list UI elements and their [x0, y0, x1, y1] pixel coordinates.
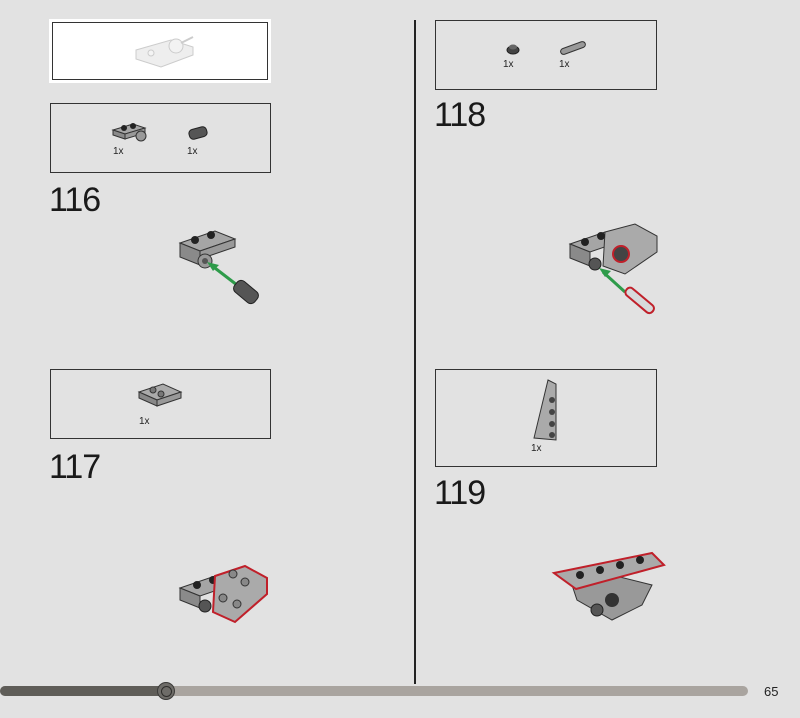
- parts-list-119: 1x: [435, 369, 657, 467]
- part-round-plate: [506, 44, 520, 55]
- page-slider-handle[interactable]: [157, 682, 175, 700]
- page-slider-progress: [0, 686, 166, 696]
- submodel-ghost-image: [135, 36, 194, 68]
- step-number: 116: [49, 181, 101, 219]
- submodel-preview: [49, 19, 271, 83]
- page-divider: [414, 20, 416, 684]
- parts-list-116: 1x 1x: [50, 103, 271, 173]
- step-number: 118: [434, 96, 486, 134]
- step-number: 117: [49, 448, 101, 486]
- part-pin-connector: [188, 126, 208, 140]
- part-bar-with-pin: [560, 41, 586, 55]
- part-qty: 1x: [531, 443, 542, 454]
- part-qty: 1x: [187, 146, 198, 157]
- step-number: 119: [434, 474, 486, 512]
- step-118-assembly: [568, 223, 658, 315]
- step-117-assembly: [178, 564, 268, 624]
- part-curved-slope-plate: [137, 383, 183, 407]
- parts-list-117: 1x: [50, 369, 271, 439]
- parts-list-118: 1x 1x: [435, 20, 657, 90]
- part-qty: 1x: [113, 146, 124, 157]
- page-slider-track[interactable]: [0, 686, 748, 696]
- part-qty: 1x: [139, 416, 150, 427]
- part-qty: 1x: [559, 59, 570, 70]
- step-116-assembly: [178, 230, 259, 305]
- part-qty: 1x: [503, 59, 514, 70]
- step-119-assembly: [551, 551, 666, 621]
- part-wedge-plate: [533, 379, 557, 441]
- page-number: 65: [764, 684, 779, 699]
- part-plate-with-pin-hole: [111, 123, 147, 142]
